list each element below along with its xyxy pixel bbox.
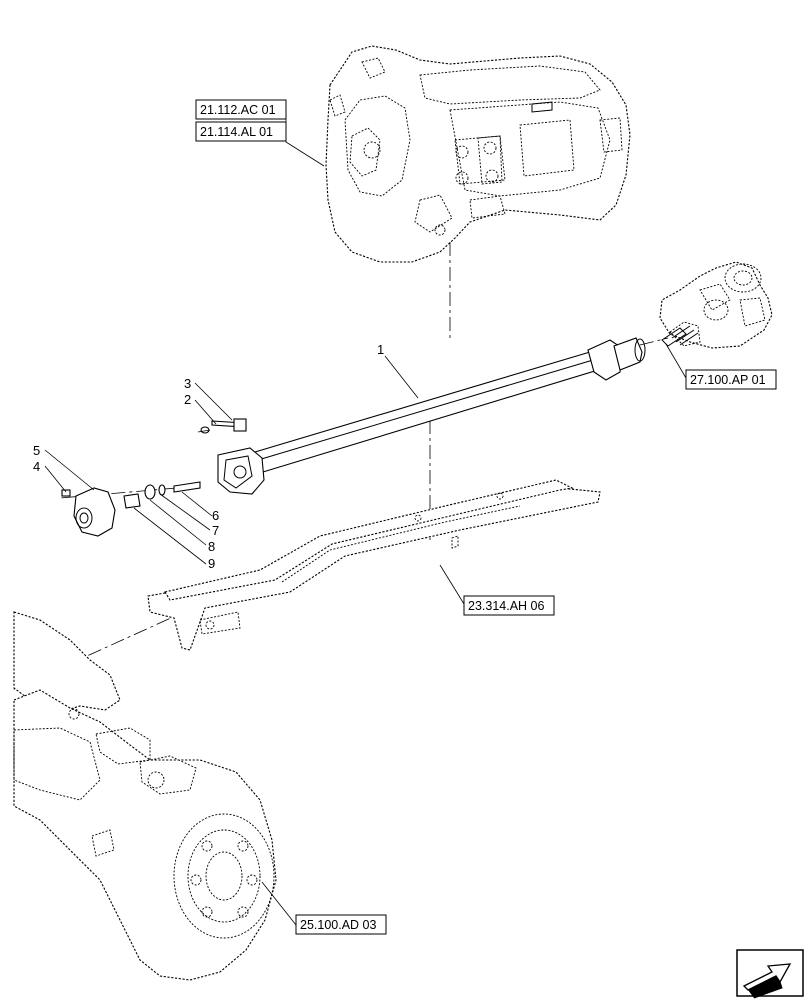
callout-2: 2 (184, 392, 191, 407)
svg-text:25.100.AD 03: 25.100.AD 03 (300, 918, 376, 932)
callout-8: 8 (208, 539, 215, 554)
reference-21-114[interactable]: 21.114.AL 01 (195, 121, 287, 142)
reference-27-100[interactable]: 27.100.AP 01 (685, 369, 777, 390)
svg-text:21.112.AC 01: 21.112.AC 01 (200, 103, 276, 117)
drive-shaft (61, 337, 646, 537)
reference-25-100[interactable]: 25.100.AD 03 (295, 914, 387, 935)
transfer-gearbox (659, 261, 773, 349)
transmission-housing (325, 45, 631, 263)
callout-9: 9 (208, 556, 215, 571)
reference-23-314[interactable]: 23.314.AH 06 (463, 595, 555, 616)
centerlines (11, 242, 669, 691)
arrow-next-icon[interactable] (736, 949, 804, 999)
callout-5: 5 (33, 443, 40, 458)
callout-1: 1 (377, 342, 384, 357)
callout-numbers: 1 2 3 4 5 6 7 8 9 (33, 342, 384, 571)
svg-text:23.314.AH 06: 23.314.AH 06 (468, 599, 544, 613)
callout-4: 4 (33, 459, 40, 474)
callout-6: 6 (212, 508, 219, 523)
callout-7: 7 (212, 523, 219, 538)
svg-text:21.114.AL 01: 21.114.AL 01 (200, 125, 273, 139)
callout-3: 3 (184, 376, 191, 391)
svg-text:27.100.AP 01: 27.100.AP 01 (690, 373, 766, 387)
shaft-guard (147, 479, 601, 651)
leader-lines (44, 112, 687, 926)
reference-21-112[interactable]: 21.112.AC 01 (195, 99, 287, 120)
front-axle (13, 611, 277, 981)
